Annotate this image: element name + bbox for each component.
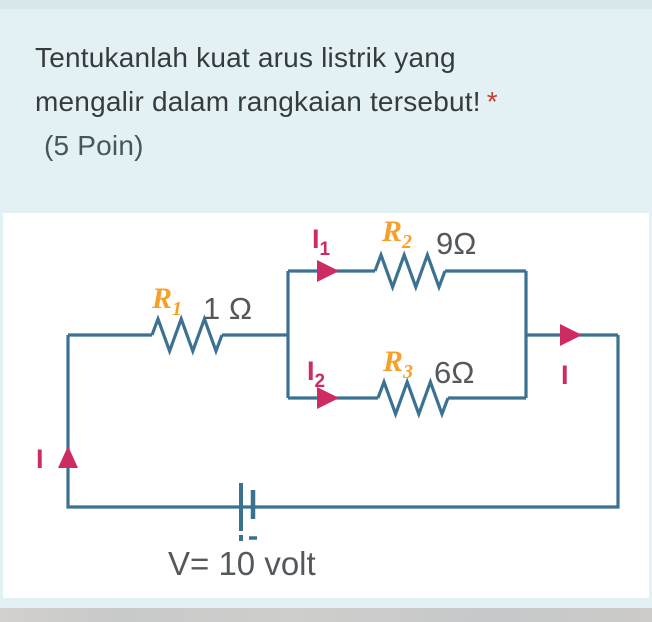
label-voltage-source: V= 10 volt xyxy=(168,545,316,582)
battery-icon xyxy=(239,483,257,541)
label-r3-value: 6Ω xyxy=(434,355,474,390)
circuit-diagram-card: I1 R2 9Ω R1 1 Ω I2 R3 6Ω I I V= 10 volt xyxy=(3,213,649,598)
label-r3: R3 xyxy=(382,345,413,383)
top-strip xyxy=(0,0,652,9)
circuit-diagram: I1 R2 9Ω R1 1 Ω I2 R3 6Ω I I V= 10 volt xyxy=(36,215,620,582)
resistor-r2-zigzag xyxy=(373,250,447,292)
label-r1: R1 xyxy=(151,282,182,320)
bottom-strip xyxy=(0,608,652,622)
wire-outer-loop xyxy=(66,335,620,509)
current-arrow-i1-icon xyxy=(317,260,339,282)
label-i2: I2 xyxy=(307,356,325,392)
current-arrow-return-icon xyxy=(58,446,78,468)
question-text-line2: mengalir dalam rangkaian tersebut!* xyxy=(35,80,632,124)
label-r1-value: 1 Ω xyxy=(203,291,252,326)
question-block: Tentukanlah kuat arus listrik yang menga… xyxy=(0,0,652,168)
label-r2-value: 9Ω xyxy=(436,226,476,261)
question-text-line1: Tentukanlah kuat arus listrik yang xyxy=(35,42,456,73)
current-arrow-i2-icon xyxy=(317,387,339,409)
label-i1: I1 xyxy=(312,224,331,260)
question-points: (5 Poin) xyxy=(44,130,144,161)
question-text: mengalir dalam rangkaian tersebut! xyxy=(35,86,481,117)
resistor-r1-zigzag xyxy=(150,314,224,356)
required-asterisk: * xyxy=(486,86,498,117)
label-i-return: I xyxy=(36,444,44,474)
label-i-out: I xyxy=(561,360,569,390)
current-arrow-out-icon xyxy=(560,324,582,346)
resistor-r3-zigzag xyxy=(376,377,450,419)
label-r2: R2 xyxy=(381,215,412,253)
